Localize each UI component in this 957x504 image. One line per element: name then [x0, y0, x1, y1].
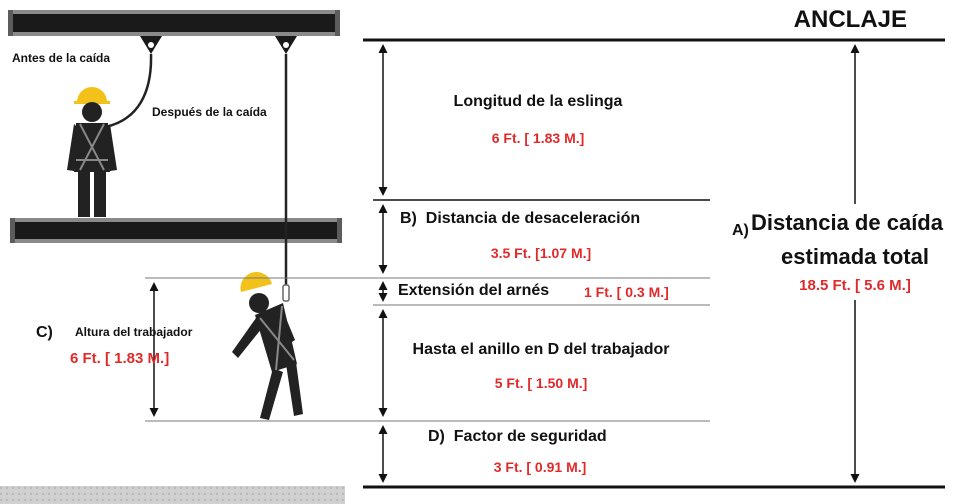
d-ring-value: 5 Ft. [ 1.50 M.] [494, 375, 588, 391]
middle-beam [10, 218, 342, 243]
harness-extension-arrow [378, 281, 388, 302]
total-letter: A) [732, 222, 749, 239]
lanyard-before [99, 53, 153, 130]
lanyard-length-arrow [378, 44, 388, 196]
deceleration-title-text: Distancia de desaceleración [425, 210, 641, 227]
total-value: 18.5 Ft. [ 5.6 M.] [799, 277, 911, 294]
before-fall-label: Antes de la caída [12, 51, 111, 65]
worker-standing-icon [67, 87, 117, 217]
concrete-floor [0, 486, 345, 504]
safety-factor-arrow [378, 425, 388, 483]
worker-height-title: Altura del trabajador [75, 325, 193, 339]
safety-factor-title-text: Factor de seguridad [453, 428, 607, 445]
worker-fallen-icon [232, 272, 303, 420]
anchor-bracket-right [275, 36, 297, 54]
deceleration-letter: B) [400, 210, 417, 227]
harness-extension-value: 1 Ft. [ 0.3 M.] [584, 284, 669, 300]
worker-height-letter: C) [36, 324, 53, 341]
d-ring-arrow [378, 309, 388, 417]
safety-factor-letter: D) [428, 428, 445, 445]
total-title-line2: estimada total [781, 244, 929, 269]
worker-height-arrow [149, 282, 159, 417]
lanyard-length-title: Longitud de la eslinga [453, 93, 623, 110]
anchor-label: ANCLAJE [793, 6, 907, 33]
deceleration-arrow [378, 204, 388, 274]
dimension-arrows [149, 44, 860, 483]
deceleration-value: 3.5 Ft. [1.07 M.] [490, 245, 592, 261]
deceleration-title: B) Distancia de desaceleración [400, 210, 640, 228]
lanyard-length-value: 6 Ft. [ 1.83 M.] [491, 130, 585, 146]
safety-factor-value: 3 Ft. [ 0.91 M.] [493, 459, 587, 475]
safety-factor-title: D) Factor de seguridad [428, 428, 607, 446]
total-title-line1: Distancia de caída [751, 210, 943, 235]
total-arrow-lower [850, 300, 860, 483]
reference-lines [145, 38, 945, 489]
worker-height-value: 6 Ft. [ 1.83 M.] [70, 350, 170, 367]
total-arrow-upper [850, 44, 860, 204]
top-beam [8, 10, 340, 36]
shock-absorber [282, 284, 290, 302]
anchor-bracket-left [140, 36, 162, 54]
harness-extension-title: Extensión del arnés [398, 282, 550, 299]
after-fall-label: Después de la caída [152, 105, 267, 119]
d-ring-title: Hasta el anillo en D del trabajador [412, 341, 670, 358]
